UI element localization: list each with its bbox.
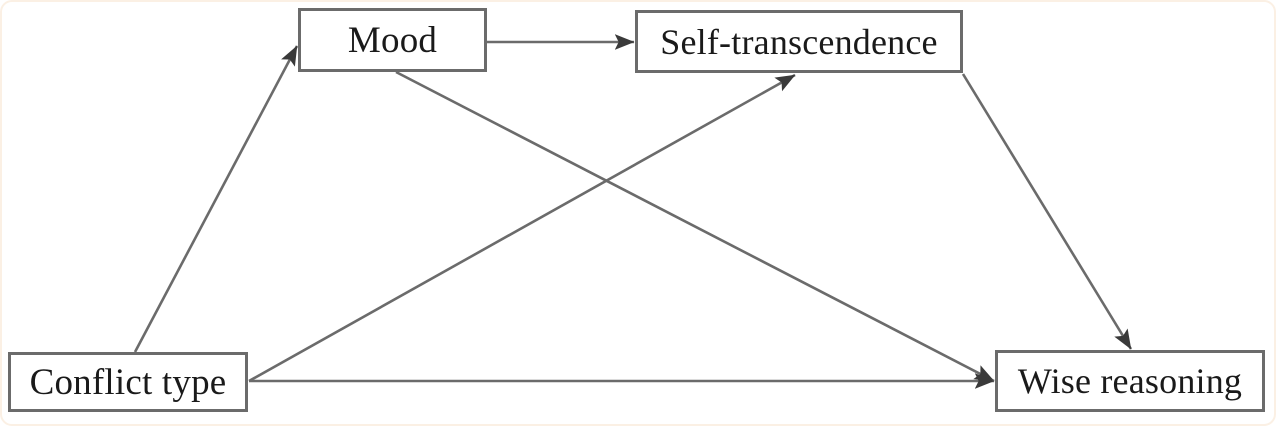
- node-wise-reasoning-label: Wise reasoning: [1017, 361, 1243, 401]
- edge-conflict-to-selftrans: [248, 73, 796, 383]
- node-conflict-type-label: Conflict type: [29, 361, 227, 403]
- node-mood[interactable]: Mood: [298, 8, 487, 72]
- node-conflict-type[interactable]: Conflict type: [8, 352, 248, 412]
- node-self-transcendence-label: Self-transcendence: [660, 21, 938, 62]
- edge-selftrans-to-wise: [961, 73, 1133, 350]
- node-self-transcendence[interactable]: Self-transcendence: [635, 10, 963, 73]
- node-mood-label: Mood: [347, 19, 438, 61]
- edge-conflict-to-mood: [133, 45, 299, 353]
- node-wise-reasoning[interactable]: Wise reasoning: [995, 350, 1265, 412]
- edge-mood-to-wise: [395, 70, 995, 383]
